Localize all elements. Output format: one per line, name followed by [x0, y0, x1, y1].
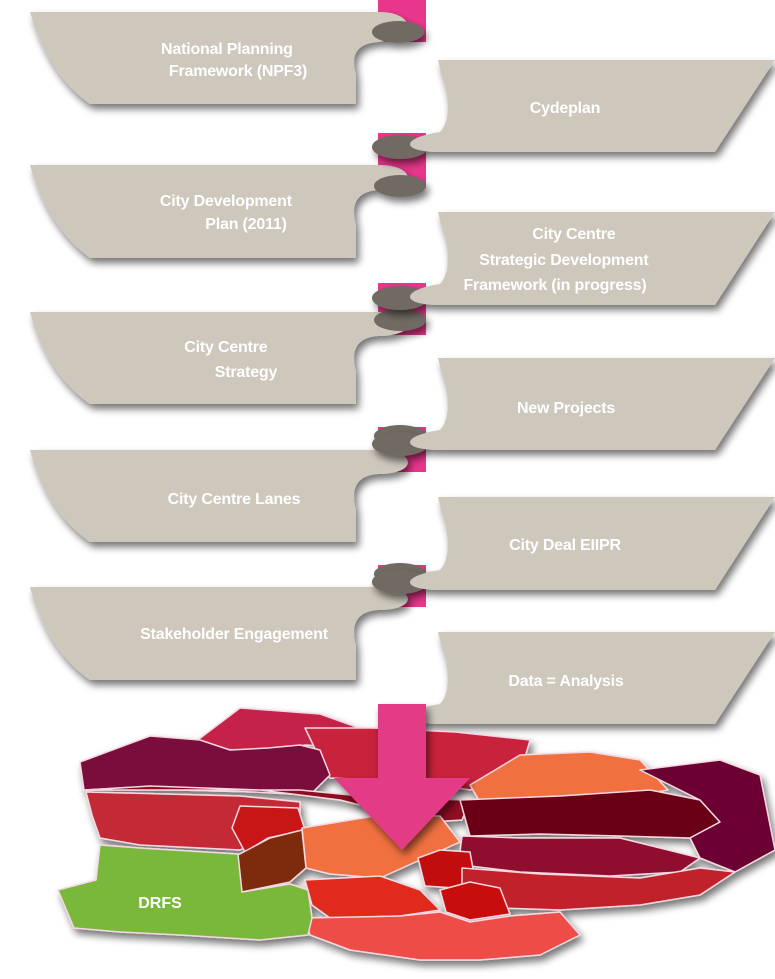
left-step-1: National Planning Framework (NPF3) [30, 12, 424, 104]
left-step-1-label: National Planning Framework (NPF3) [161, 41, 307, 80]
map-block [231, 805, 306, 853]
ribbon-shape [30, 587, 408, 680]
right-step-3-label: New Projects [517, 400, 615, 417]
right-step-3: New Projects [372, 358, 775, 456]
map-block [304, 911, 581, 961]
ribbon-shape [410, 632, 775, 724]
ribbon-curl [374, 309, 426, 331]
ribbon-shape [30, 12, 408, 104]
ribbon-curl [372, 21, 424, 43]
city-map: DRFS [57, 707, 775, 961]
left-step-4: City Centre Lanes [30, 425, 426, 542]
drfs-district [57, 844, 313, 941]
ribbon-shape [30, 450, 408, 542]
right-step-4-label: City Deal EIIPR [509, 537, 621, 554]
left-step-5-label: Stakeholder Engagement [140, 626, 329, 643]
left-step-2-label: City Development Plan (2011) [160, 193, 296, 233]
map-block [304, 875, 441, 919]
right-step-2-label: City Centre Strategic Development Framew… [463, 226, 652, 294]
map-block [639, 759, 775, 873]
drfs-label: DRFS [138, 895, 182, 912]
ribbon-shape [30, 312, 408, 404]
ribbon-curl [374, 175, 426, 197]
left-step-3: City Centre Strategy [30, 309, 426, 404]
right-step-2: City Centre Strategic Development Framew… [372, 212, 775, 310]
left-step-2: City Development Plan (2011) [30, 165, 426, 258]
ribbon-shape [410, 358, 775, 450]
arrow-shape [334, 704, 470, 850]
ribbon-curl [372, 570, 428, 594]
left-step-5: Stakeholder Engagement [30, 563, 426, 680]
right-step-4: City Deal EIIPR [372, 497, 775, 594]
ribbon-shape [410, 497, 775, 590]
left-step-4-label: City Centre Lanes [168, 491, 301, 508]
down-arrow [334, 704, 470, 850]
left-step-3-label: City Centre Strategy [184, 339, 277, 381]
right-step-5: Data = Analysis [410, 632, 775, 724]
right-step-1: Cydeplan [372, 60, 775, 159]
right-step-1-label: Cydeplan [530, 100, 600, 117]
ribbon-shape [410, 212, 775, 305]
map-block [439, 881, 511, 921]
ribbon-shape [410, 60, 775, 152]
ribbon-shape [30, 165, 408, 258]
right-step-5-label: Data = Analysis [508, 673, 623, 690]
